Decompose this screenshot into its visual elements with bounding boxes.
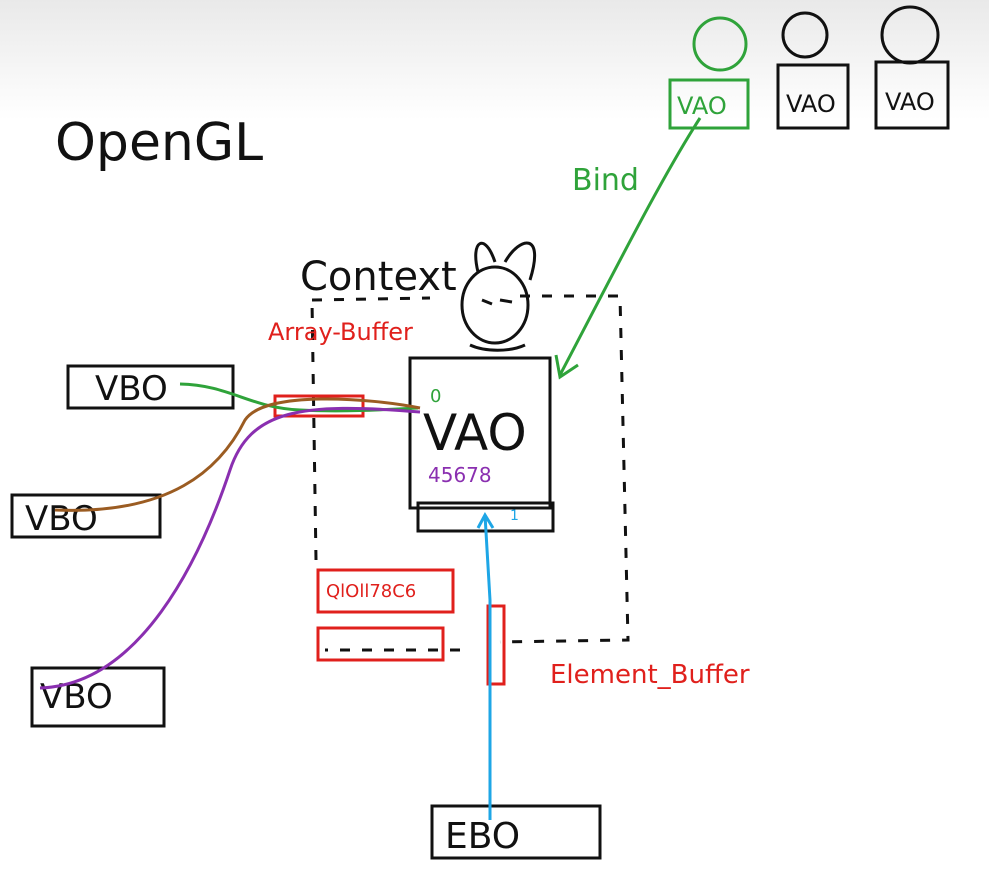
element-buffer-label: Element_Buffer [550,660,750,690]
top-shade [0,0,989,120]
bind-label: Bind [572,163,639,198]
red-queue-box: QlOll78C6 [316,568,455,614]
bunny-face-icon [692,16,748,72]
vbo-1[interactable]: VBO [66,364,235,410]
attrib-index-top: 0 [430,386,441,407]
vbo3-to-vao-arrow [39,406,421,690]
person-face-icon [880,5,940,65]
bind-arrow [554,117,702,380]
attrib-index-bottom: 45678 [428,463,492,487]
svg-text:VBO: VBO [25,499,98,539]
svg-text:VAO: VAO [677,92,727,120]
main-vao-label: VAO [423,404,527,462]
ebo[interactable]: EBO [430,804,602,860]
bunny-mascot-icon [460,241,537,352]
main-vao[interactable]: VAO 0 45678 1 [408,356,555,533]
vbo-3[interactable]: VBO [30,666,166,728]
vbo-2[interactable]: VBO [10,493,162,539]
element-buffer-slot [486,604,506,686]
doodle-face-icon [781,11,829,59]
vao-pool-2[interactable]: VAO [776,63,850,130]
svg-text:VAO: VAO [786,90,836,118]
ebo-slot-index: 1 [510,508,519,524]
svg-text:QlOll78C6: QlOll78C6 [326,581,416,602]
ebo-to-vao-arrow [476,511,495,820]
context-boundary [310,294,630,652]
diagram-title: OpenGL [55,113,263,173]
vao-pool-1[interactable]: VAO [668,78,750,130]
svg-text:VAO: VAO [885,88,935,116]
array-buffer-label: Array-Buffer [268,318,413,346]
vbo2-to-vao-arrow [54,397,421,512]
svg-text:VBO: VBO [40,677,113,717]
svg-text:EBO: EBO [445,816,520,857]
vao-pool-3[interactable]: VAO [874,60,950,130]
svg-text:VBO: VBO [95,369,168,409]
red-empty-box [316,626,445,662]
context-label: Context [300,254,457,300]
